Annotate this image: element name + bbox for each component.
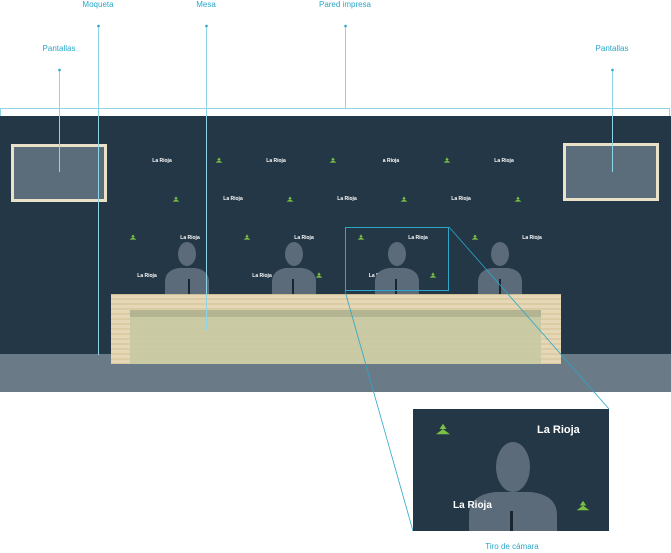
wall-logo-text: La Rioja [223, 196, 243, 202]
table-front-panel [130, 310, 541, 364]
wall-logo-text: La Rioja [266, 158, 286, 164]
label-pantallas-left: Pantallas [42, 44, 76, 53]
inset-logo-top: La Rioja [537, 424, 580, 436]
person-silhouette-icon [375, 242, 419, 296]
hands-leaf-icon [357, 234, 365, 240]
wall-logo-text: La Rioja [252, 273, 272, 279]
wall-logo-text: La Ri [368, 273, 382, 279]
person-silhouette-icon [272, 242, 316, 296]
hands-leaf-icon [243, 234, 251, 240]
screen-left [11, 144, 107, 202]
microphone-icon [499, 279, 501, 295]
hands-leaf-icon [172, 196, 180, 202]
wall-logo-text: La Rioja [522, 235, 542, 241]
label-pantallas-right: Pantallas [595, 44, 629, 53]
hands-leaf-icon [576, 500, 590, 511]
hands-leaf-icon [443, 157, 451, 163]
inset-logo-bottom: La Rioja [453, 500, 492, 511]
wall-logo-text: La Rioja [152, 158, 172, 164]
hands-leaf-icon [429, 272, 437, 278]
person-silhouette-icon [469, 442, 557, 531]
hands-leaf-icon [514, 196, 522, 202]
microphone-icon [292, 279, 294, 295]
wall-logo-text: La Rioja [180, 235, 200, 241]
table-inner-edge [130, 310, 541, 317]
label-moqueta: Moqueta [82, 0, 114, 9]
wall-logo-text: La Rioja [294, 235, 314, 241]
camera-shot-inset: La Rioja La Rioja [413, 409, 609, 531]
microphone-icon [395, 279, 397, 295]
wall-logo-text: La Rioja [137, 273, 157, 279]
printed-wall-outline [0, 108, 670, 116]
person-silhouette-icon [165, 242, 209, 296]
wall-logo-text: La Rioja [408, 235, 428, 241]
label-pared-impresa: Pared impresa [318, 0, 372, 9]
screen-right [563, 143, 659, 201]
microphone-icon [188, 279, 190, 295]
wall-logo-text: a Rioja [382, 158, 400, 164]
camera-frame [345, 227, 449, 291]
wall-logo-text: La Rioja [494, 158, 514, 164]
hands-leaf-icon [329, 157, 337, 163]
label-tiro-camara: Tiro de cámara [485, 542, 539, 551]
hands-leaf-icon [286, 196, 294, 202]
hands-leaf-icon [315, 272, 323, 278]
hands-leaf-icon [400, 196, 408, 202]
wall-logo-text: La Rioja [451, 196, 471, 202]
microphone-icon [510, 511, 513, 531]
hands-leaf-icon [436, 423, 450, 435]
label-mesa: Mesa [196, 0, 216, 9]
wall-logo-text: La Rioja [337, 196, 357, 202]
hands-leaf-icon [215, 157, 223, 163]
hands-leaf-icon [129, 234, 137, 240]
